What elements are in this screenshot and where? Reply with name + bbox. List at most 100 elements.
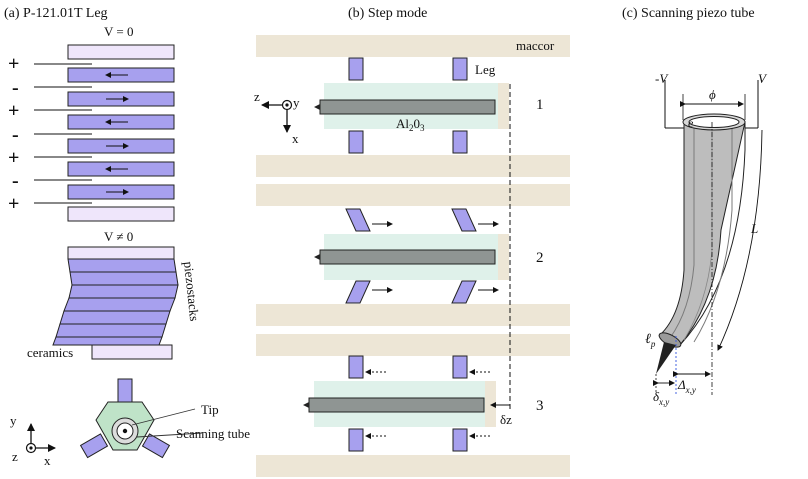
maccor-label: maccor [516, 38, 555, 53]
slider-rod [319, 249, 496, 265]
sheared-layer [69, 271, 179, 286]
polarity-sign: + [8, 193, 19, 215]
sheared-layer [52, 336, 163, 346]
al2o3-sub1: 2 [409, 123, 414, 133]
tube-shading [683, 126, 713, 341]
polarity-sign: + [8, 100, 19, 122]
ceramics-label: ceramics [27, 345, 73, 360]
length-label: L [750, 221, 758, 236]
cap-delta-label: Δx,y [677, 377, 696, 395]
minus-v-label: -V [655, 71, 669, 86]
step-3 [303, 355, 496, 452]
panel-c-title: (c) Scanning piezo tube [622, 6, 755, 21]
sheared-layer [68, 284, 179, 299]
length-arrow [717, 129, 763, 351]
maccor-bar [256, 304, 570, 326]
phi-label: ϕ [709, 87, 716, 102]
step-1 [314, 57, 509, 154]
al2o3-mid: 0 [414, 116, 421, 131]
v-nonzero-label: V ≠ 0 [104, 229, 133, 244]
piezo-stack-unbiased [34, 44, 175, 222]
panel-a: (a) P-121.01T Leg V = 0 [4, 6, 250, 468]
v-zero-label: V = 0 [104, 24, 134, 39]
slider-rod [319, 99, 496, 115]
stack-end-layer [67, 44, 175, 60]
plus-v-label: V [758, 71, 768, 86]
delta-z-label: δz [500, 412, 512, 427]
sheared-layer [67, 258, 177, 273]
e-label: e [688, 116, 694, 130]
tip-label: Tip [201, 402, 219, 417]
leg-top [348, 355, 364, 379]
leg-top [452, 57, 468, 81]
leg-bottom-left [79, 433, 109, 459]
axis-x-label: x [44, 453, 51, 468]
leg-label: Leg [475, 62, 496, 77]
piezo-stack-sheared [52, 246, 179, 360]
leg-top-sheared [345, 208, 371, 232]
polarity-sign: - [12, 77, 19, 99]
leg-bottom [452, 130, 468, 154]
polarity-sign: + [8, 53, 19, 75]
leg-bottom [348, 130, 364, 154]
lp-label: ℓp [645, 332, 656, 349]
tip-leader-line [131, 408, 196, 426]
polarity-sign: - [12, 124, 19, 146]
small-delta-sub: x,y [658, 397, 669, 407]
panel-a-title: (a) P-121.01T Leg [4, 6, 108, 21]
axis-z-label-b: z [254, 89, 260, 104]
electrode-stripe [669, 126, 695, 339]
axis-y-label: y [10, 413, 17, 428]
slider-rod [308, 397, 485, 413]
sheared-layer [63, 297, 176, 312]
panel-b: (b) Step mode maccor Leg Al203 z [254, 6, 570, 477]
stack-top-layer [67, 246, 175, 260]
axis-indicator-b [261, 99, 293, 133]
leg-bottom-sheared [451, 280, 477, 304]
z-axis-dot [29, 446, 33, 450]
al2o3-sub2: 3 [420, 123, 425, 133]
leg-bottom-sheared [345, 280, 371, 304]
piezostacks-label: piezostacks [181, 261, 202, 322]
axis-x-label-b: x [292, 131, 299, 146]
polarity-sign: + [8, 147, 19, 169]
tip-dot [122, 428, 128, 434]
step-2 [314, 208, 509, 304]
maccor-bar [256, 334, 570, 356]
sheared-layer [55, 323, 167, 338]
tube-outline [663, 122, 746, 346]
cap-delta-sub: x,y [685, 385, 696, 395]
step-number: 3 [536, 398, 544, 414]
lp-sub: p [650, 339, 656, 349]
polarity-sign: - [12, 170, 19, 192]
tube-leader-line [136, 432, 203, 438]
cap-delta-base: Δ [677, 377, 686, 392]
al2o3-base: Al [396, 116, 409, 131]
probe-tip [656, 342, 676, 374]
rod-tip [314, 104, 320, 110]
end-plate [498, 234, 509, 280]
scanning-tube-label: Scanning tube [176, 426, 250, 441]
leg-top-sheared [451, 208, 477, 232]
scanner-top-view [79, 378, 203, 459]
step-number: 1 [536, 97, 544, 113]
panel-b-title: (b) Step mode [348, 6, 427, 21]
leg-bottom [348, 428, 364, 452]
axis-z-label: z [12, 449, 18, 464]
maccor-bar [256, 155, 570, 177]
panel-c: (c) Scanning piezo tube [622, 6, 763, 395]
axis-indicator-a [25, 423, 56, 454]
small-delta-label: δx,y [653, 389, 669, 407]
ceramics-base [91, 344, 173, 360]
small-delta-base: δ [653, 389, 660, 404]
leg-bottom [452, 428, 468, 452]
maccor-bar [256, 184, 570, 206]
tube-bore [688, 116, 740, 128]
rod-tip [314, 254, 320, 260]
end-plate [498, 83, 509, 129]
rod-tip [303, 402, 309, 408]
axis-y-label-b: y [293, 95, 300, 110]
step-number: 2 [536, 250, 544, 266]
electrode-stripe [693, 126, 733, 343]
